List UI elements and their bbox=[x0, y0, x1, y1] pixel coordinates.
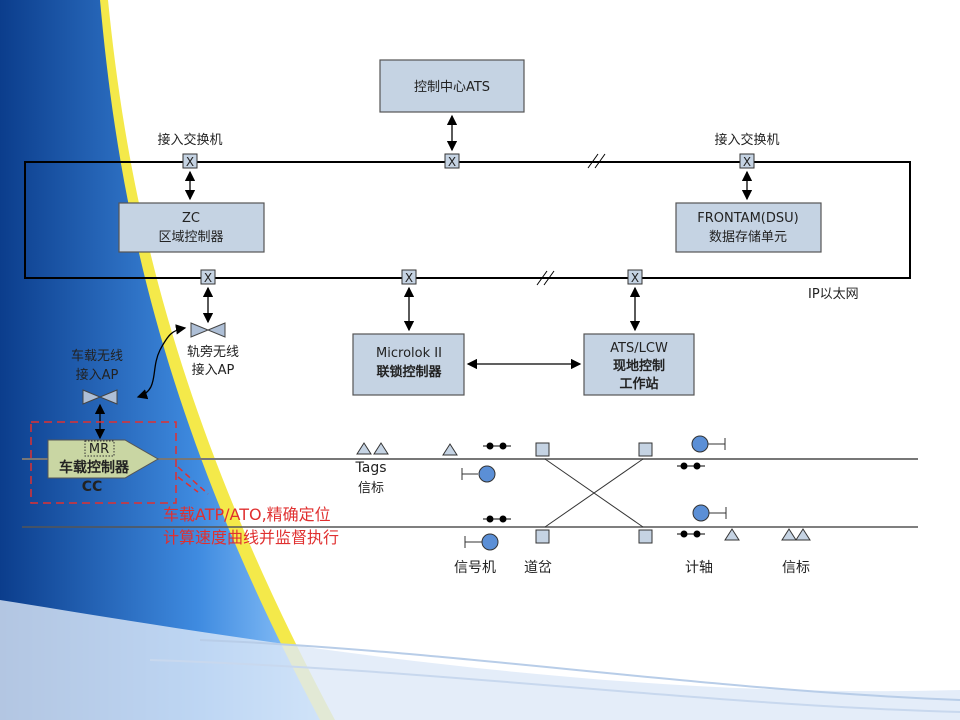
svg-text:轨旁无线: 轨旁无线 bbox=[187, 344, 239, 360]
switch-label-right: 接入交换机 bbox=[714, 132, 779, 148]
svg-text:数据存储单元: 数据存储单元 bbox=[709, 230, 787, 245]
svg-text:MR: MR bbox=[89, 442, 109, 457]
svg-text:现地控制: 现地控制 bbox=[613, 358, 665, 374]
frontam-node[interactable]: FRONTAM(DSU) 数据存储单元 bbox=[675, 202, 822, 253]
svg-text:区域控制器: 区域控制器 bbox=[158, 230, 223, 245]
crossover bbox=[544, 458, 644, 528]
axle-counter-icons bbox=[483, 442, 705, 538]
legend-signal: 信号机 bbox=[454, 560, 496, 576]
switch-label-left: 接入交换机 bbox=[157, 132, 222, 148]
switch-icon: X bbox=[182, 153, 198, 169]
legend-beacon: 信标 bbox=[782, 560, 810, 576]
ethernet-ring bbox=[24, 161, 911, 279]
svg-text:FRONTAM(DSU): FRONTAM(DSU) bbox=[697, 211, 798, 226]
switch-icon: X bbox=[739, 153, 755, 169]
svg-text:Microlok II: Microlok II bbox=[376, 346, 442, 361]
svg-text:接入AP: 接入AP bbox=[192, 362, 235, 378]
callout-lines bbox=[177, 466, 209, 495]
svg-text:ZC: ZC bbox=[182, 211, 200, 226]
svg-text:X: X bbox=[204, 271, 212, 285]
legend-turnout: 道岔 bbox=[524, 560, 552, 576]
svg-text:Tags: Tags bbox=[355, 460, 387, 476]
svg-text:X: X bbox=[631, 271, 639, 285]
turnout-icons bbox=[535, 442, 653, 544]
switch-icon: X bbox=[200, 269, 216, 285]
switch-icon: X bbox=[401, 269, 417, 285]
svg-text:控制中心ATS: 控制中心ATS bbox=[414, 80, 490, 95]
wayside-ap-icon bbox=[190, 322, 226, 338]
svg-text:X: X bbox=[448, 155, 456, 169]
cc-highlight-box bbox=[30, 421, 177, 504]
svg-text:接入AP: 接入AP bbox=[76, 367, 119, 383]
network-label: IP以太网 bbox=[808, 287, 859, 302]
break-marks bbox=[536, 153, 606, 286]
ats-node[interactable]: 控制中心ATS bbox=[379, 59, 525, 113]
network-switches: X X X X X X bbox=[182, 153, 755, 285]
zc-node[interactable]: ZC 区域控制器 bbox=[118, 202, 265, 253]
svg-text:CC: CC bbox=[82, 479, 103, 495]
switch-icon: X bbox=[627, 269, 643, 285]
svg-text:X: X bbox=[186, 155, 194, 169]
svg-text:X: X bbox=[743, 155, 751, 169]
wireless-link bbox=[136, 324, 187, 400]
signal-icons bbox=[461, 435, 727, 551]
svg-text:联锁控制器: 联锁控制器 bbox=[376, 364, 442, 380]
beacon-icons bbox=[356, 442, 811, 541]
switch-icon: X bbox=[444, 153, 460, 169]
annotation-line1: 车载ATP/ATO,精确定位 bbox=[163, 505, 331, 524]
annotation-line2: 计算速度曲线并监督执行 bbox=[163, 528, 339, 547]
svg-text:车载控制器: 车载控制器 bbox=[59, 459, 130, 476]
svg-text:ATS/LCW: ATS/LCW bbox=[610, 341, 668, 356]
svg-text:工作站: 工作站 bbox=[619, 376, 658, 392]
microlok-node[interactable]: Microlok II 联锁控制器 bbox=[352, 333, 465, 396]
legend-axle-counter: 计轴 bbox=[685, 560, 713, 576]
ats-lcw-node[interactable]: ATS/LCW 现地控制 工作站 bbox=[583, 333, 695, 396]
svg-text:车载无线: 车载无线 bbox=[71, 348, 123, 364]
onboard-controller-cc[interactable]: MR 车载控制器 CC bbox=[47, 439, 160, 495]
onboard-ap-icon bbox=[82, 389, 118, 405]
svg-text:信标: 信标 bbox=[358, 481, 384, 496]
svg-text:X: X bbox=[405, 271, 413, 285]
